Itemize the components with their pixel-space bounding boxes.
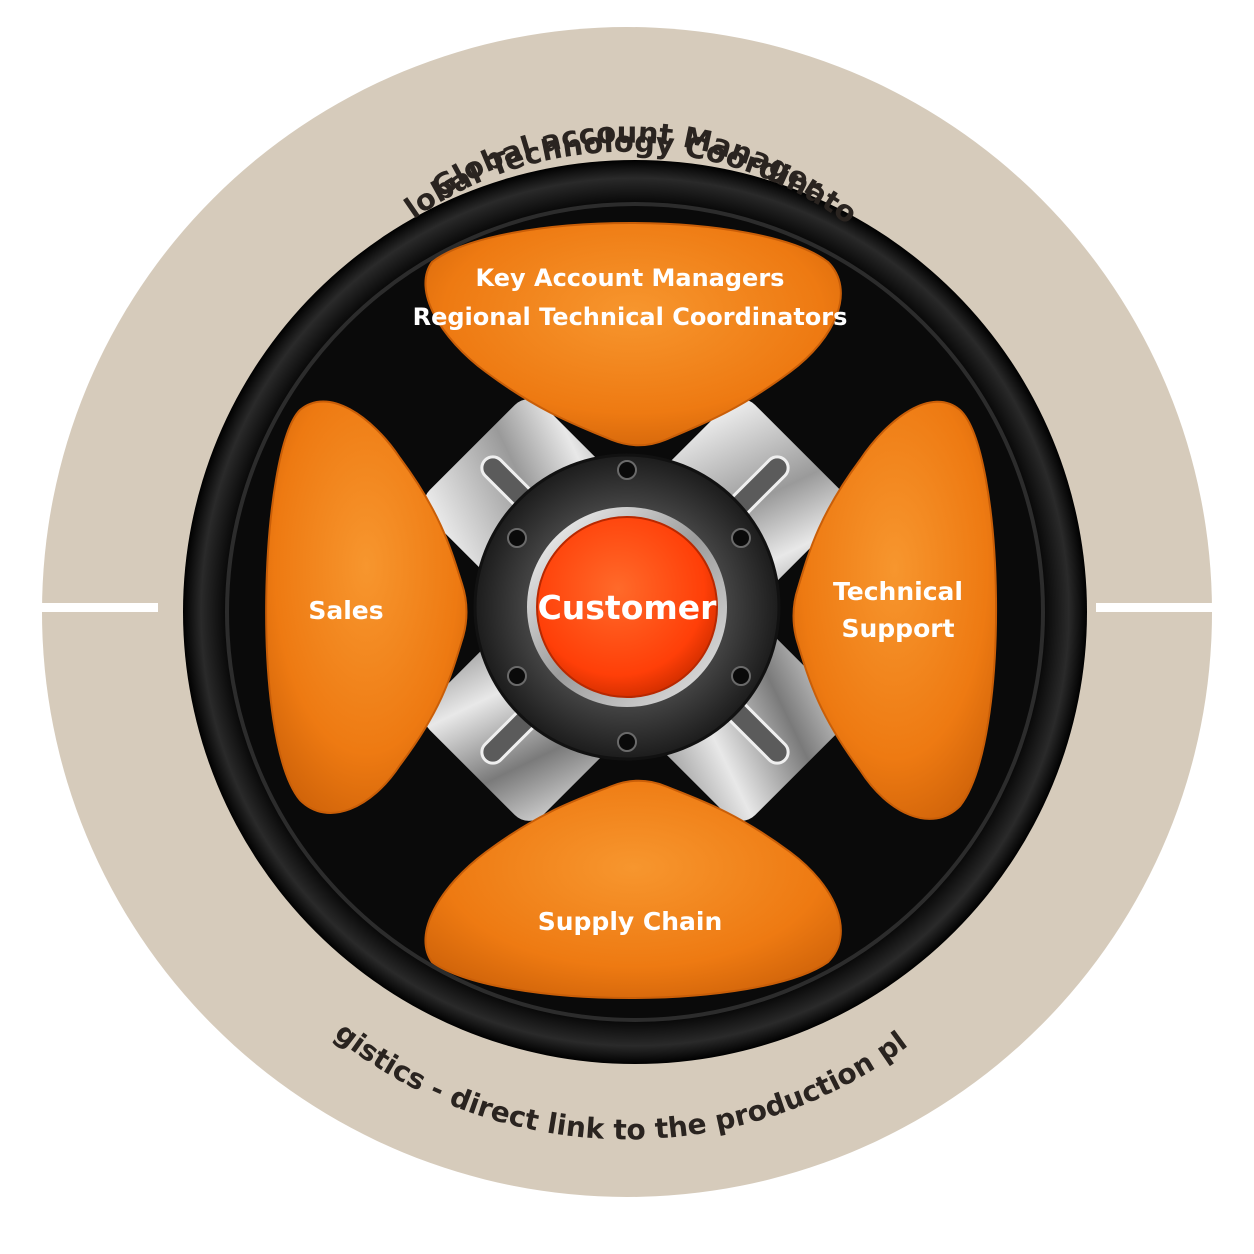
petal-bottom[interactable] (424, 779, 842, 999)
ring-divider-left (40, 603, 158, 612)
bolt-icon (731, 666, 751, 686)
petal-right[interactable] (792, 400, 998, 820)
petal-top-label-2: Regional Technical Coordinators (413, 303, 848, 331)
petal-left[interactable] (265, 400, 468, 814)
bolt-icon (507, 528, 527, 548)
hub-label: Customer (538, 588, 718, 627)
petal-top-label-1: Key Account Managers (476, 264, 785, 292)
bolt-icon (507, 666, 527, 686)
bolt-icon (617, 460, 637, 480)
petal-left-label: Sales (308, 596, 383, 625)
bolt-icon (617, 732, 637, 752)
petal-right-label-1: Technical (833, 577, 963, 606)
hub-bolts (507, 460, 751, 752)
bolt-icon (731, 528, 751, 548)
petal-bottom-label: Supply Chain (538, 907, 723, 936)
hub-button[interactable] (536, 516, 718, 698)
ring-divider-right (1096, 603, 1214, 612)
petal-top[interactable] (424, 222, 842, 447)
petal-right-label-2: Support (841, 614, 954, 643)
